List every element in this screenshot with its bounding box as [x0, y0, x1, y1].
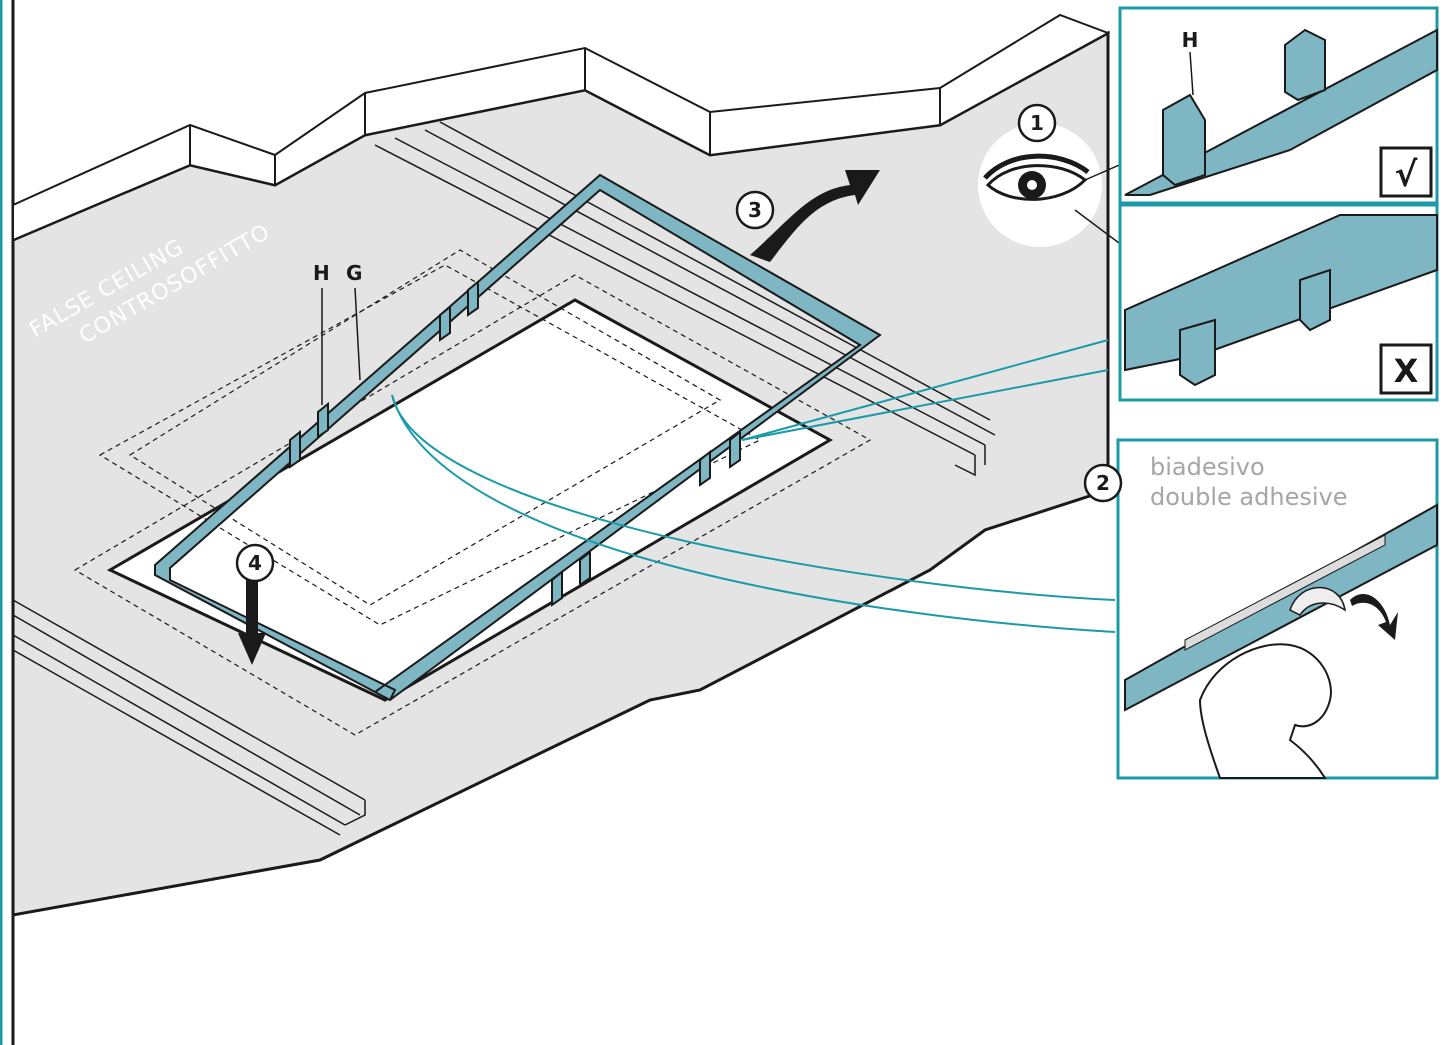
- ceiling-opening: [73, 249, 872, 736]
- detail-leaders: [391, 339, 1116, 633]
- step-1-number: 1: [1030, 111, 1044, 135]
- part-label-g: G: [346, 261, 362, 285]
- detail-wrong: X: [1118, 203, 1439, 402]
- adhesive-label-it: biadesivo: [1150, 453, 1265, 481]
- wrong-mark: X: [1394, 352, 1419, 390]
- step-2-number: 2: [1096, 471, 1110, 495]
- adhesive-label-en: double adhesive: [1150, 483, 1347, 511]
- correct-mark: √: [1395, 155, 1418, 195]
- detail-adhesive: 2 biadesivo double adhesive: [1083, 438, 1439, 780]
- step-3-number: 3: [748, 198, 762, 222]
- detail-correct: H √: [1118, 6, 1439, 205]
- push-down-arrow: 4: [235, 543, 275, 665]
- step-4-number: 4: [248, 551, 262, 575]
- ceiling-rail-front: [12, 599, 366, 836]
- visual-check: 1: [978, 103, 1216, 316]
- hand-icon: [1198, 643, 1332, 779]
- part-label-h: H: [313, 261, 330, 285]
- detail-part-label-h: H: [1182, 28, 1199, 52]
- rotate-arrow: 3: [735, 170, 880, 262]
- part-labels: H G: [313, 261, 362, 405]
- mounting-frame: [154, 173, 882, 702]
